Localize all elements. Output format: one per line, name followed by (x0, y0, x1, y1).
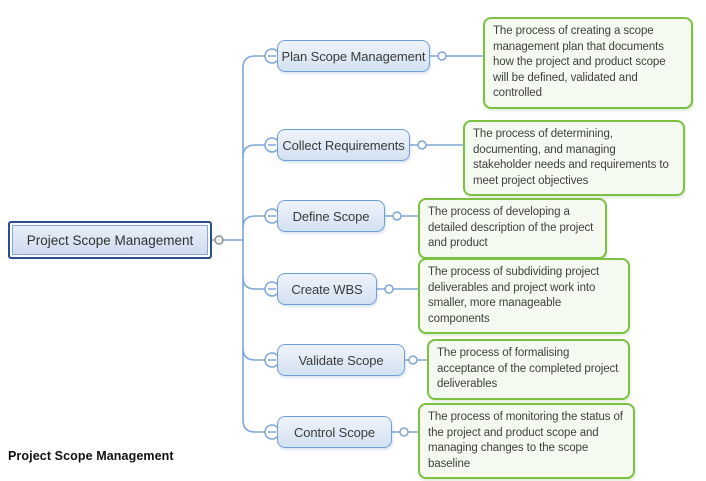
connector-dot-icon (417, 140, 427, 150)
root-node-label: Project Scope Management (26, 232, 194, 248)
connector-line (242, 215, 265, 229)
description-box-validate-scope[interactable]: The process of formalising acceptance of… (427, 339, 630, 400)
description-text: The process of creating a scope manageme… (493, 25, 666, 100)
branch-node-plan-scope-management[interactable]: Plan Scope Management (277, 40, 430, 72)
diagram-caption: Project Scope Management (8, 449, 174, 463)
branch-node-label: Control Scope (293, 424, 376, 440)
connector-dot-icon (408, 355, 418, 365)
branch-node-control-scope[interactable]: Control Scope (277, 416, 392, 448)
description-box-define-scope[interactable]: The process of developing a detailed des… (418, 198, 607, 259)
connector-line (242, 347, 265, 361)
description-box-control-scope[interactable]: The process of monitoring the status of … (418, 403, 635, 480)
connector-dot-icon (437, 51, 447, 61)
description-text: The process of determining, documenting,… (473, 128, 669, 187)
branch-node-label: Plan Scope Management (281, 48, 426, 64)
description-box-plan-scope-management[interactable]: The process of creating a scope manageme… (483, 17, 693, 109)
connector-dot-icon (384, 284, 394, 294)
branch-node-collect-requirements[interactable]: Collect Requirements (277, 129, 410, 161)
branch-node-label: Validate Scope (298, 352, 384, 368)
description-text: The process of formalising acceptance of… (437, 347, 619, 391)
description-text: The process of monitoring the status of … (428, 411, 623, 470)
description-box-create-wbs[interactable]: The process of subdividing project deliv… (418, 258, 630, 335)
description-box-collect-requirements[interactable]: The process of determining, documenting,… (463, 120, 685, 197)
connector-dot-icon (214, 235, 224, 245)
connector-line (242, 55, 265, 240)
connector-dot-icon (392, 211, 402, 221)
description-text: The process of subdividing project deliv… (428, 266, 600, 325)
connector-line (242, 240, 265, 433)
branch-node-validate-scope[interactable]: Validate Scope (277, 344, 405, 376)
root-node[interactable]: Project Scope Management (8, 221, 212, 259)
branch-node-create-wbs[interactable]: Create WBS (277, 273, 377, 305)
connector-dot-icon (399, 427, 409, 437)
branch-node-label: Collect Requirements (282, 137, 405, 153)
connector-line (242, 276, 265, 290)
branch-node-label: Create WBS (291, 281, 363, 297)
connector-line (242, 144, 265, 158)
branch-node-define-scope[interactable]: Define Scope (277, 200, 385, 232)
branch-node-label: Define Scope (292, 208, 370, 224)
description-text: The process of developing a detailed des… (428, 206, 594, 250)
